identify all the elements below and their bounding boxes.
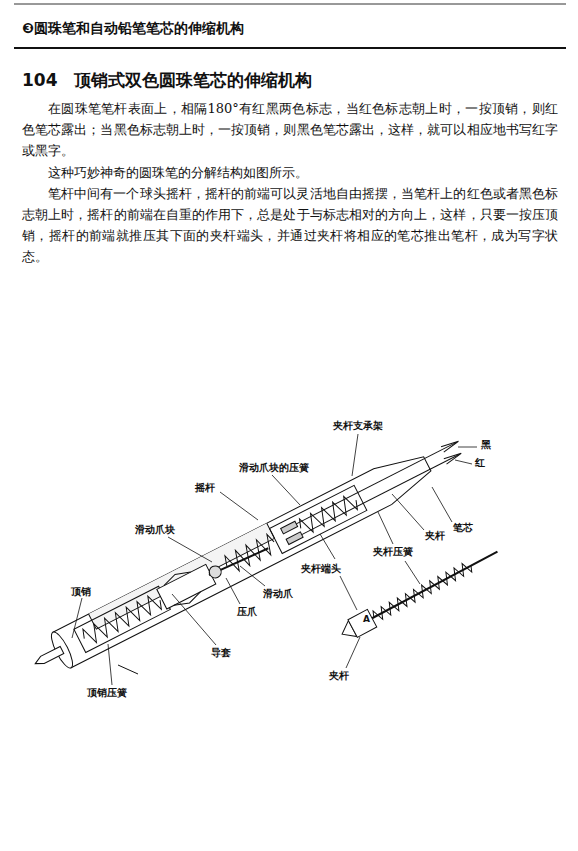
clip-rod [337,543,502,643]
clip-rod-spring [371,560,474,622]
part-label: 笔芯 [452,522,474,534]
drawing-stroke [405,561,420,584]
part-label: 夹杆 [424,530,446,542]
drawing-stroke [172,594,216,645]
drawing-stroke [378,512,393,544]
paragraph: 笔杆中间有一个球头摇杆，摇杆的前端可以灵活地自由摇摆，当笔杆上的红色或者黑色标志… [22,183,558,267]
part-label: 夹杆压簧 [372,546,414,558]
drawing-stroke [320,534,335,559]
spring-coil [222,533,278,575]
part-label: 红 [474,457,486,469]
top-rule [14,4,566,5]
leader-lines [72,434,477,685]
part-label: 夹杆支承架 [332,420,384,432]
part-label: 夹杆端头 [300,563,342,575]
drawing-stroke [168,537,212,562]
drawing-stroke [392,494,424,530]
drawing-stroke [272,475,300,505]
claw-spring [222,533,278,575]
clip-end-head [348,609,377,637]
part-label: 压爪 [236,606,258,618]
drawing-stroke [352,434,358,476]
clip-spring [297,492,360,536]
refill-black [296,443,455,524]
drawing-stroke [346,637,360,668]
drawing-stroke [108,644,112,685]
paragraph: 这种巧妙神奇的圆珠笔的分解结构如图所示。 [22,162,558,183]
drawing-stroke [340,576,357,610]
part-label: 黑 [480,439,492,451]
drawing-stroke [220,492,258,520]
rocker-ball [207,564,223,580]
drawing-stroke [226,578,240,604]
part-mark: A [362,613,371,625]
clip-head [286,532,303,545]
part-label: 导套 [210,647,232,659]
spring-coil [80,592,164,647]
claws [162,568,203,610]
part-label: 顶销 [70,586,92,598]
drawing-stroke [72,598,82,638]
pin-spring [80,592,164,647]
drawing-stroke [432,487,452,522]
claw-block [157,564,216,609]
spring-coil [371,560,474,622]
refill-tips [438,439,465,465]
part-label: 滑动爪块的压簧 [238,462,310,474]
part-label: 顶销压簧 [86,687,128,699]
part-label: 滑动爪块 [134,524,176,536]
push-pin [33,646,63,667]
clip-head [281,521,298,534]
drawing-stroke [240,566,265,586]
barrel-outline [53,446,436,668]
pen-line [118,665,138,674]
drawing-stroke [455,460,472,464]
pen-body [26,429,470,682]
paragraph: 在圆珠笔笔杆表面上，相隔180°有红黑两色标志，当红色标志朝上时，一按顶销，则红… [22,98,558,161]
section-title: 104 顶销式双色圆珠笔芯的伸缩机构 [22,70,313,91]
header-rule [14,47,566,49]
part-label: 摇杆 [194,482,216,494]
refill-red [302,455,459,535]
drawing-stroke [458,447,477,448]
part-label: 夹杆 [328,670,350,682]
spring-coil [297,492,360,536]
running-header: ❸圆珠笔和自动铅笔笔芯的伸缩机构 [22,18,562,39]
part-label: 滑动爪 [262,588,294,600]
